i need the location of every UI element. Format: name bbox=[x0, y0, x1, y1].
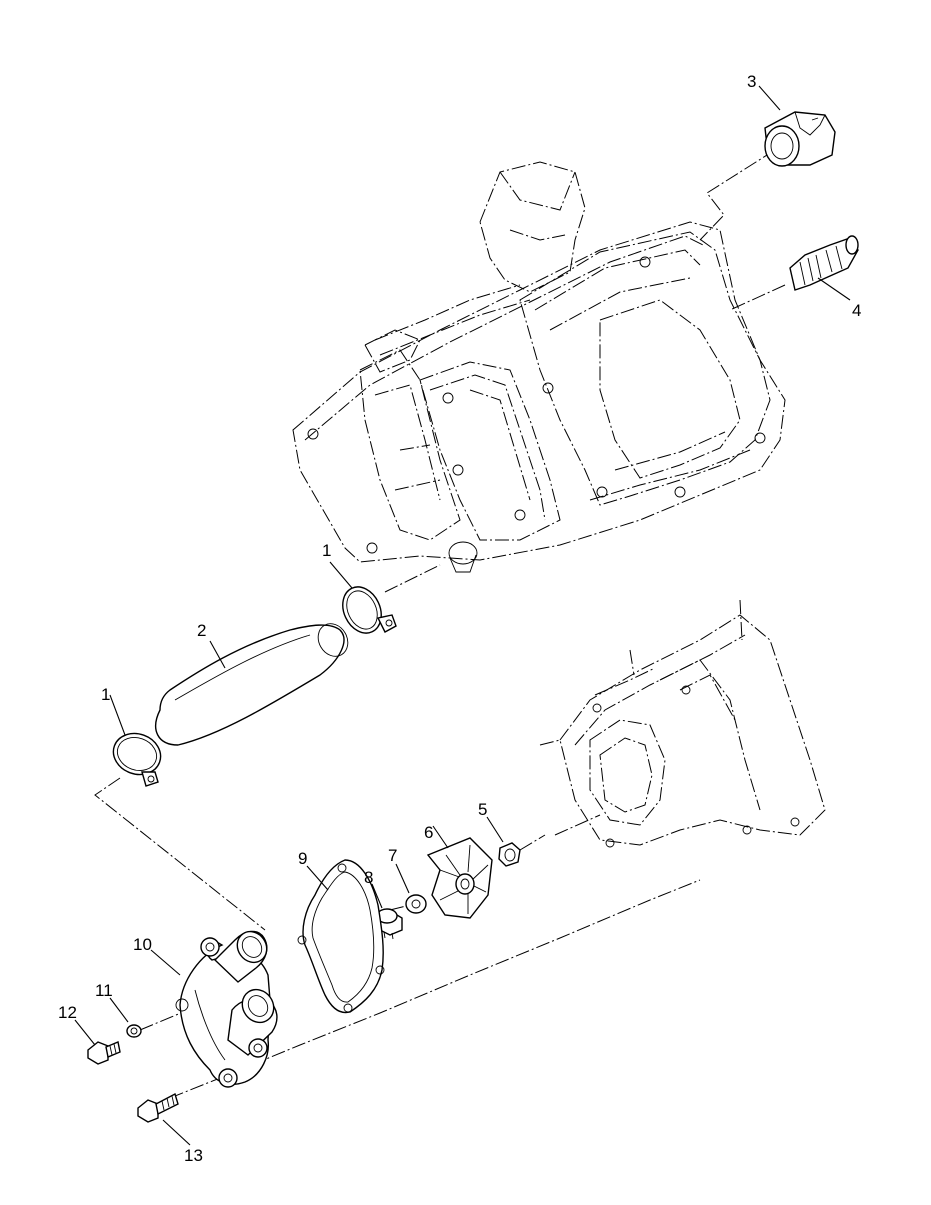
crankcase-outline bbox=[539, 599, 826, 848]
long-bolt-part bbox=[137, 1092, 179, 1123]
callout-13: 13 bbox=[184, 1146, 203, 1165]
callout-1-upper: 1 bbox=[322, 541, 331, 560]
callout-4: 4 bbox=[852, 301, 861, 320]
callout-labels: 3 4 1 2 1 5 6 7 8 9 10 11 12 13 bbox=[58, 72, 861, 1165]
temperature-sensor-part bbox=[789, 235, 859, 291]
callout-8: 8 bbox=[364, 868, 373, 887]
callout-9: 9 bbox=[298, 849, 307, 868]
impeller-part bbox=[426, 837, 493, 919]
callout-12: 12 bbox=[58, 1003, 77, 1022]
thermostat-part bbox=[764, 111, 836, 167]
hose-clamp-lower-part bbox=[112, 732, 162, 787]
callout-11: 11 bbox=[95, 981, 113, 1000]
nut-part bbox=[498, 842, 521, 867]
washer-part bbox=[405, 894, 427, 914]
short-bolt-part bbox=[87, 1041, 121, 1065]
coolant-hose-part bbox=[155, 623, 349, 746]
callout-6: 6 bbox=[424, 823, 433, 842]
callout-1-lower: 1 bbox=[101, 685, 110, 704]
gasket-part bbox=[297, 859, 385, 1014]
callout-7: 7 bbox=[388, 846, 397, 865]
callout-2: 2 bbox=[197, 621, 206, 640]
callout-5: 5 bbox=[478, 800, 487, 819]
cylinder-head-outline bbox=[292, 161, 786, 573]
small-washer-part bbox=[126, 1024, 142, 1038]
leader-lines bbox=[74, 85, 851, 1146]
callout-10: 10 bbox=[133, 935, 152, 954]
water-pump-cover-part bbox=[175, 930, 278, 1088]
callout-3: 3 bbox=[747, 72, 756, 91]
hose-clamp-upper-part bbox=[342, 586, 397, 634]
